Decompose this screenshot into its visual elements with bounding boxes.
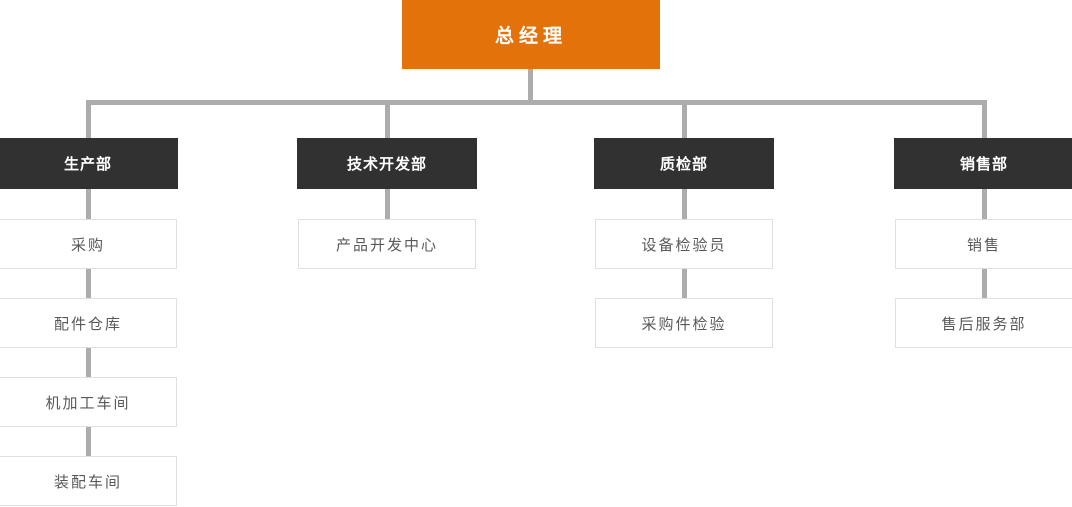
org-column-production: 生产部 采购 配件仓库 机加工车间 装配车间 [0,0,178,507]
node-after-sales-service: 售后服务部 [895,298,1072,348]
org-column-tech-development: 技术开发部 产品开发中心 [297,0,477,507]
connector-sales-1 [982,189,987,219]
dept-node-quality-inspection: 质检部 [594,138,774,189]
node-product-dev-center: 产品开发中心 [298,219,476,269]
node-purchasing: 采购 [0,219,177,269]
node-sales: 销售 [895,219,1072,269]
node-parts-warehouse: 配件仓库 [0,298,177,348]
connector-root-riser [528,69,533,102]
org-column-sales: 销售部 销售 售后服务部 [894,0,1072,507]
dept-node-tech-development: 技术开发部 [297,138,477,189]
dept-node-production: 生产部 [0,138,178,189]
connector-sales-2 [982,269,987,298]
dept-node-sales: 销售部 [894,138,1072,189]
connector-quality-1 [682,189,687,219]
node-purchased-parts-inspection: 采购件检验 [595,298,773,348]
connector-production-2 [86,269,91,298]
org-column-quality-inspection: 质检部 设备检验员 采购件检验 [594,0,774,507]
connector-drop-sales [982,100,987,138]
node-machining-workshop: 机加工车间 [0,377,177,427]
connector-drop-quality-inspection [682,100,687,138]
org-node-general-manager: 总经理 [402,0,660,69]
connector-quality-2 [682,269,687,298]
connector-production-3 [86,348,91,377]
connector-drop-production [86,100,91,138]
node-assembly-workshop: 装配车间 [0,456,177,506]
connector-production-4 [86,427,91,456]
connector-tech-development-1 [385,189,390,219]
node-equipment-inspector: 设备检验员 [595,219,773,269]
connector-horizontal-bus [86,100,986,105]
connector-production-1 [86,189,91,219]
connector-drop-tech-development [385,100,390,138]
